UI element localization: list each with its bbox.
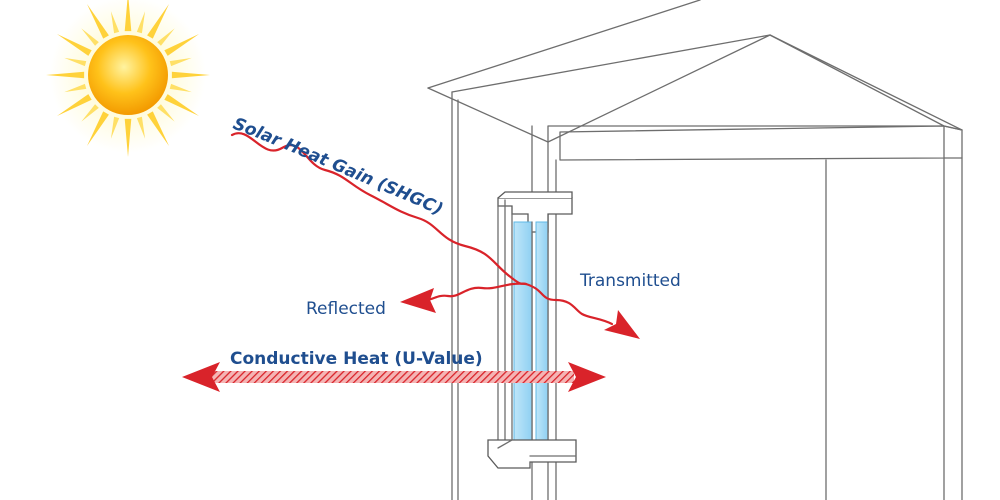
- solar-wave: [230, 132, 528, 286]
- sun-ray: [136, 11, 146, 34]
- glass-pane-outer: [513, 221, 533, 441]
- sun-ray: [147, 111, 169, 147]
- sun-ray: [81, 28, 99, 46]
- roof-eave: [547, 125, 945, 143]
- sun-ray: [64, 57, 87, 67]
- reflected-wave: [418, 282, 528, 302]
- sun-ray: [56, 34, 92, 56]
- sun-ray: [87, 111, 109, 147]
- sun-ray: [124, 118, 132, 157]
- sun-ray: [147, 3, 169, 39]
- sun-ray: [110, 116, 120, 139]
- reflected-arrowhead: [400, 288, 436, 313]
- fascia-board: [559, 125, 945, 161]
- sun-ray: [124, 0, 132, 32]
- sun-ray: [164, 94, 200, 116]
- glass-pane-inner: [535, 221, 549, 441]
- sun-ray: [169, 57, 192, 67]
- arrowhead-right: [568, 362, 606, 392]
- sun-ray: [81, 104, 99, 122]
- sun-ray: [136, 116, 146, 139]
- sun-rays: [46, 0, 210, 157]
- sun-ray: [169, 83, 192, 93]
- sun-icon: [46, 0, 210, 157]
- window-section: [487, 191, 577, 469]
- conductive-heat-arrow: [182, 362, 606, 392]
- sun-ray: [110, 11, 120, 34]
- arrowhead-left: [182, 362, 220, 392]
- conductive-heat-label: Conductive Heat (U-Value): [230, 349, 483, 369]
- roof-ridge-front: [427, 87, 549, 143]
- sun-ray: [46, 71, 85, 79]
- window-sill: [487, 439, 577, 469]
- shgc-label: Solar Heat Gain (SHGC): [230, 114, 446, 220]
- transmitted-label: Transmitted: [579, 271, 681, 291]
- reflected-label: Reflected: [306, 299, 386, 319]
- sun-core: [88, 35, 168, 115]
- window-head: [497, 197, 573, 233]
- sun-ray: [64, 83, 87, 93]
- sun-ray: [157, 28, 175, 46]
- transmitted-arrowhead: [604, 310, 640, 339]
- roof-back: [427, 0, 701, 89]
- sun-ray: [157, 104, 175, 122]
- roof-front-edge: [451, 34, 771, 93]
- sun-ray: [87, 3, 109, 39]
- sun-ray: [56, 94, 92, 116]
- sun-ray: [164, 34, 200, 56]
- transmitted-wave: [524, 282, 614, 326]
- house-outline: [427, 0, 963, 500]
- conductive-heat-bar: [212, 371, 574, 383]
- sun-ray: [171, 71, 210, 79]
